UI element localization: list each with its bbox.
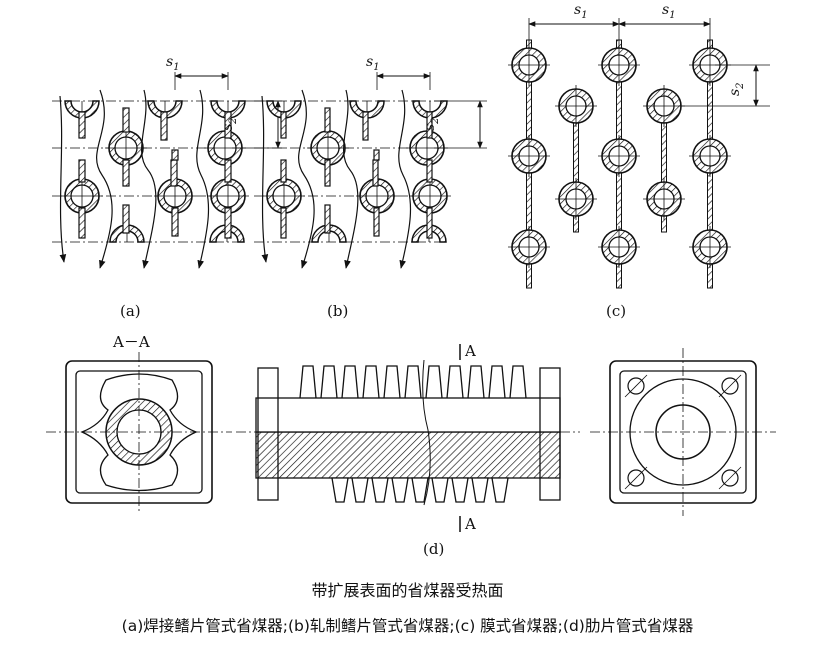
dim-s2-b: s2 — [422, 117, 441, 131]
dimension-labels: s1 s1 s1 s1 s2 s2 s2 — [166, 2, 746, 131]
half-tube — [147, 100, 183, 119]
half-tube — [349, 100, 385, 119]
fin — [78, 207, 86, 239]
half-tube — [266, 100, 302, 119]
fin — [280, 111, 287, 139]
fin — [170, 159, 178, 187]
bolt-hole-cross — [718, 466, 742, 490]
fin — [426, 207, 433, 239]
lower-rib — [451, 477, 469, 503]
fin — [224, 207, 232, 239]
dim-s1-b: s1 — [366, 54, 380, 73]
upper-rib — [509, 365, 527, 399]
fin — [324, 107, 331, 133]
bolt-hole-cross — [624, 466, 648, 490]
fin — [372, 159, 379, 187]
section-label-aa: A－A — [112, 333, 150, 351]
fin — [224, 159, 232, 183]
flow-arrow — [196, 89, 210, 269]
flow-arrow — [398, 89, 412, 269]
flow-arrow — [59, 95, 67, 263]
panel-c-membrane-tubes — [508, 18, 770, 289]
lower-rib — [351, 477, 369, 503]
fin — [280, 207, 287, 239]
upper-rib — [488, 365, 506, 399]
half-tube — [209, 224, 245, 243]
fin — [324, 159, 331, 187]
fin — [160, 111, 168, 141]
bolt-hole — [627, 469, 645, 487]
half-tube — [109, 224, 145, 243]
dim-s2-c: s2 — [727, 82, 746, 96]
dim-s1-c2: s1 — [662, 2, 676, 21]
fin — [78, 159, 86, 183]
fin — [122, 204, 130, 234]
panel-label-a: (a) — [120, 302, 141, 320]
upper-rib — [299, 365, 317, 399]
tube-section-lower — [255, 431, 561, 479]
dim-s1-a: s1 — [166, 54, 180, 73]
flow-arrow — [140, 89, 157, 269]
fin — [426, 111, 433, 139]
panel-d-ribbed-tubes — [46, 344, 776, 532]
fin — [171, 207, 179, 237]
upper-rib — [425, 365, 443, 399]
lower-rib — [491, 477, 509, 503]
fin — [171, 149, 179, 161]
fin — [280, 159, 287, 183]
fin — [122, 159, 130, 187]
panel-b-rolled-fin-tubes — [254, 72, 487, 269]
panel-label-b: (b) — [327, 302, 348, 320]
half-tube — [411, 224, 447, 243]
panel-a-welded-fin-tubes — [52, 72, 285, 269]
flow-arrow — [342, 89, 359, 269]
fin — [426, 159, 433, 183]
fin — [373, 149, 380, 161]
figure-title: 带扩展表面的省煤器受热面 — [311, 581, 504, 600]
flow-arrow — [298, 89, 315, 269]
half-tube — [64, 100, 100, 119]
fin — [224, 111, 232, 139]
dim-s2-a: s2 — [220, 117, 239, 131]
upper-rib — [404, 365, 422, 399]
lower-rib — [411, 477, 429, 503]
upper-rib — [446, 365, 464, 399]
figure-legend: (a)焊接鳍片管式省煤器;(b)轧制鳍片管式省煤器;(c) 膜式省煤器;(d)肋… — [121, 617, 694, 635]
lower-rib — [471, 477, 489, 503]
lower-rib — [331, 477, 349, 503]
upper-rib — [320, 365, 338, 399]
bolt-hole-cross — [718, 374, 742, 398]
panel-label-d: (d) — [423, 540, 444, 558]
dim-s1-c1: s1 — [574, 2, 588, 21]
bolt-hole — [627, 377, 645, 395]
bolt-hole-cross — [624, 374, 648, 398]
bolt-hole — [721, 377, 739, 395]
break-line — [422, 359, 431, 506]
flow-arrow — [96, 89, 113, 269]
end-flange-right — [539, 367, 561, 501]
fin — [78, 111, 86, 139]
panel-label-c: (c) — [606, 302, 626, 320]
fin — [324, 204, 331, 234]
upper-rib — [383, 365, 401, 399]
fin — [362, 111, 369, 141]
upper-rib — [362, 365, 380, 399]
upper-rib — [467, 365, 485, 399]
upper-rib — [341, 365, 359, 399]
bolt-hole — [721, 469, 739, 487]
lower-rib — [391, 477, 409, 503]
tube-body-upper — [255, 397, 561, 433]
flow-arrow — [261, 95, 269, 263]
half-tube — [311, 224, 347, 243]
section-mark-bottom: A — [464, 515, 476, 533]
section-mark-top: A — [464, 342, 476, 360]
lower-rib — [371, 477, 389, 503]
fin — [373, 207, 380, 237]
end-flange-left — [257, 367, 279, 501]
lower-rib — [431, 477, 449, 503]
fin — [122, 107, 130, 133]
cross-rib-profile — [80, 373, 198, 492]
